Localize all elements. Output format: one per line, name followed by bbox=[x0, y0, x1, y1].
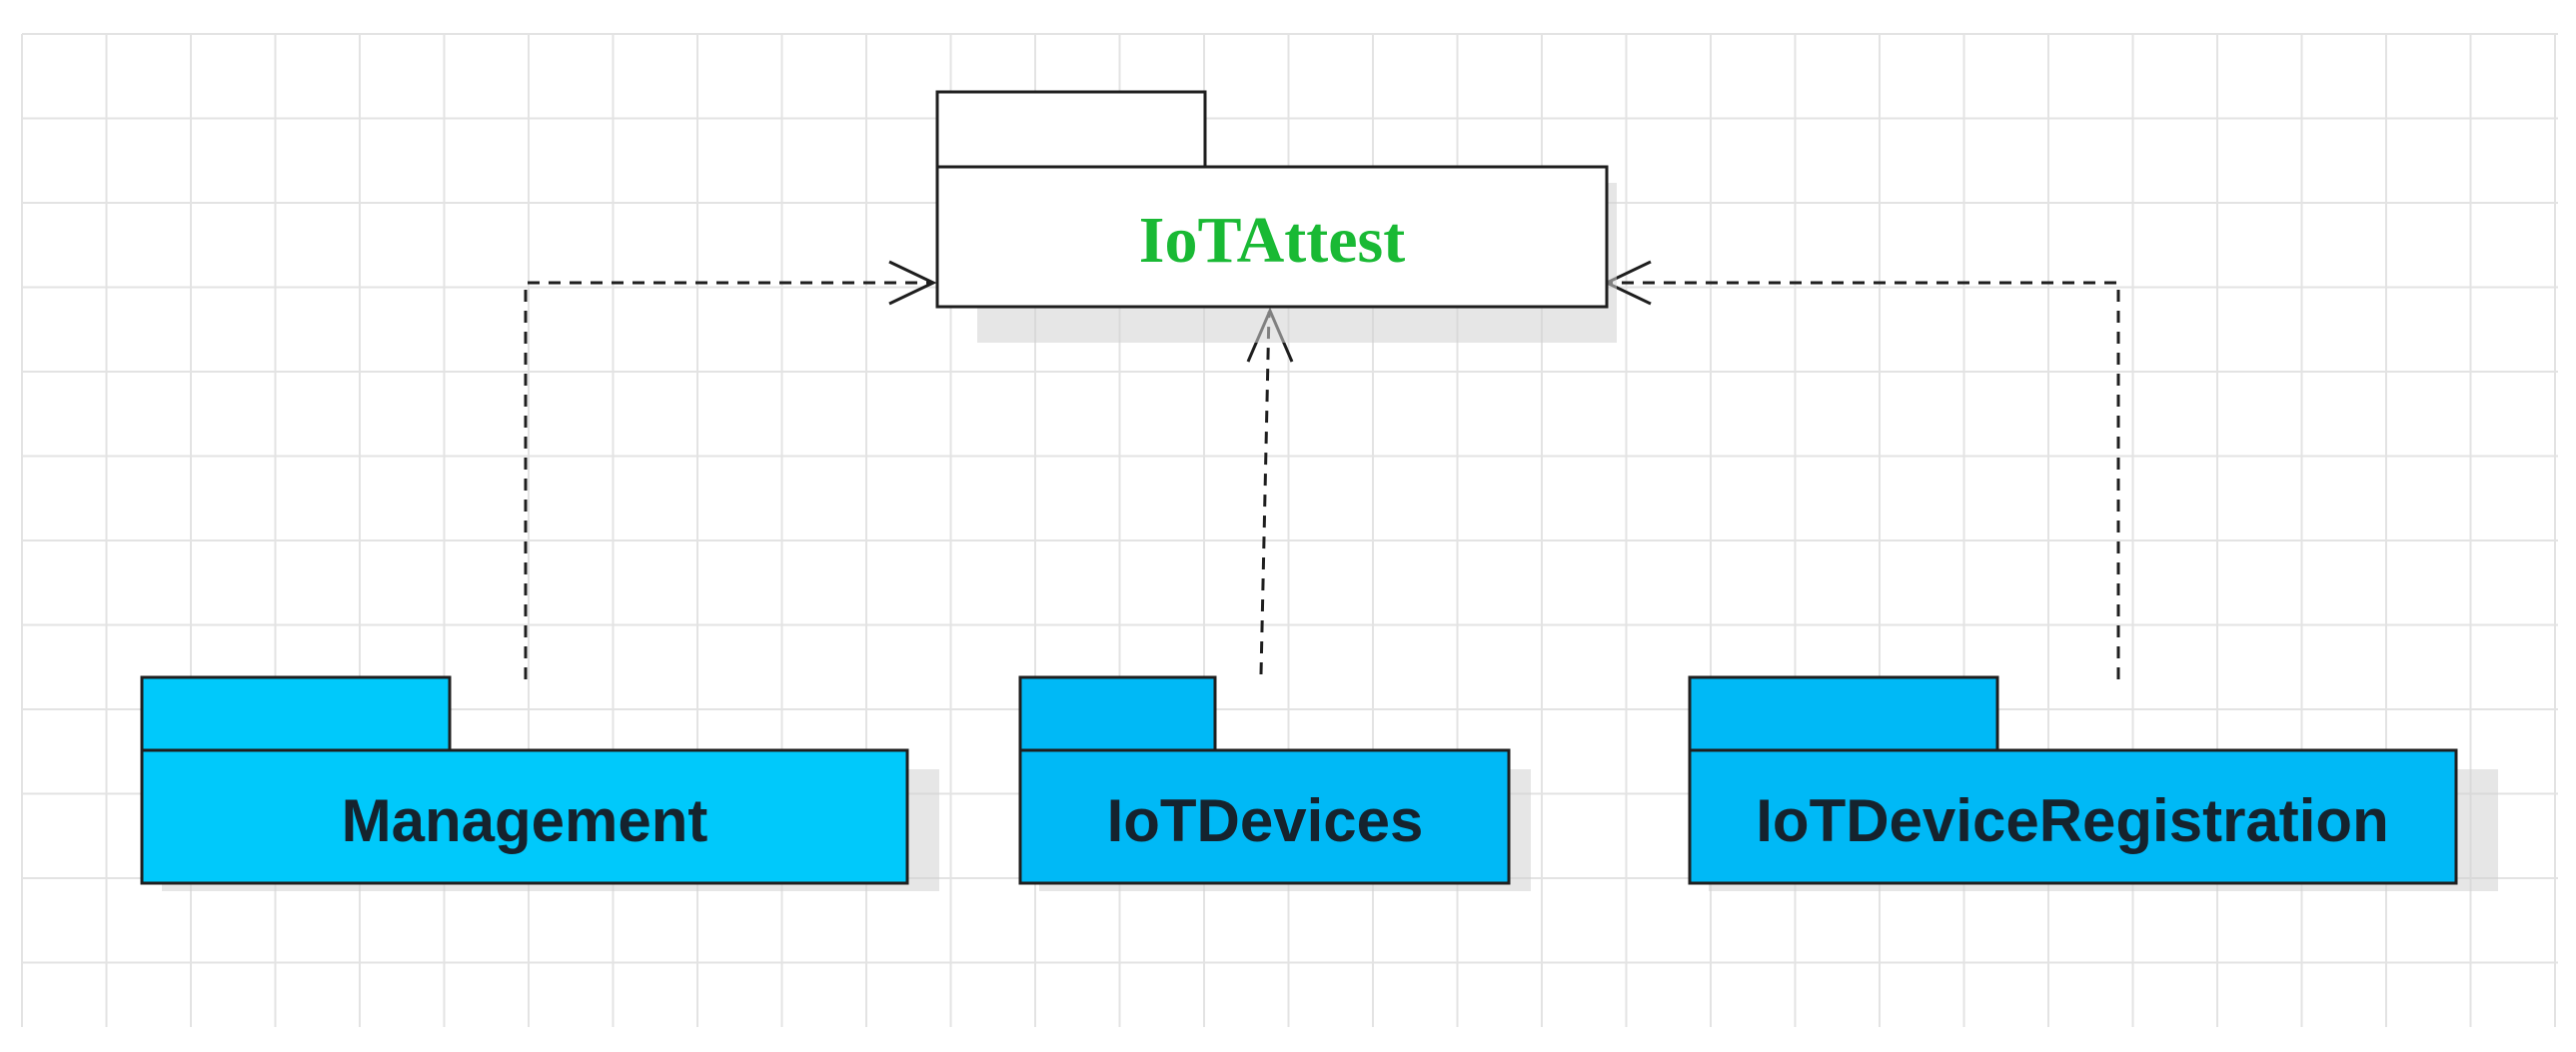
package-label: IoTDevices bbox=[1107, 787, 1424, 854]
package-body bbox=[140, 748, 909, 885]
package-tab bbox=[1688, 675, 1999, 752]
package-iotattest[interactable]: IoTAttest bbox=[935, 90, 1617, 343]
package-body bbox=[935, 165, 1609, 309]
package-iotdeviceregistration[interactable]: IoTDeviceRegistration bbox=[1688, 675, 2498, 891]
package-management[interactable]: Management bbox=[140, 675, 939, 891]
dependency-line bbox=[1609, 281, 2120, 679]
package-body bbox=[1018, 748, 1511, 885]
package-label: IoTAttest bbox=[1139, 204, 1405, 277]
dependency-line bbox=[524, 281, 931, 679]
open-arrowhead bbox=[888, 260, 937, 306]
dependency-management-to-iotattest bbox=[524, 260, 937, 679]
dependency-line bbox=[1259, 311, 1271, 675]
package-iotdevices[interactable]: IoTDevices bbox=[1018, 675, 1531, 891]
dependency-iotdevices-to-iotattest bbox=[1246, 307, 1294, 675]
package-tab bbox=[1018, 675, 1217, 752]
package-label: IoTDeviceRegistration bbox=[1756, 787, 2389, 854]
package-tab bbox=[140, 675, 452, 752]
package-tab bbox=[935, 90, 1207, 169]
package-label: Management bbox=[342, 787, 708, 854]
dependency-iotdeviceregistration-to-iotattest bbox=[1603, 260, 2120, 679]
package-body bbox=[1688, 748, 2458, 885]
